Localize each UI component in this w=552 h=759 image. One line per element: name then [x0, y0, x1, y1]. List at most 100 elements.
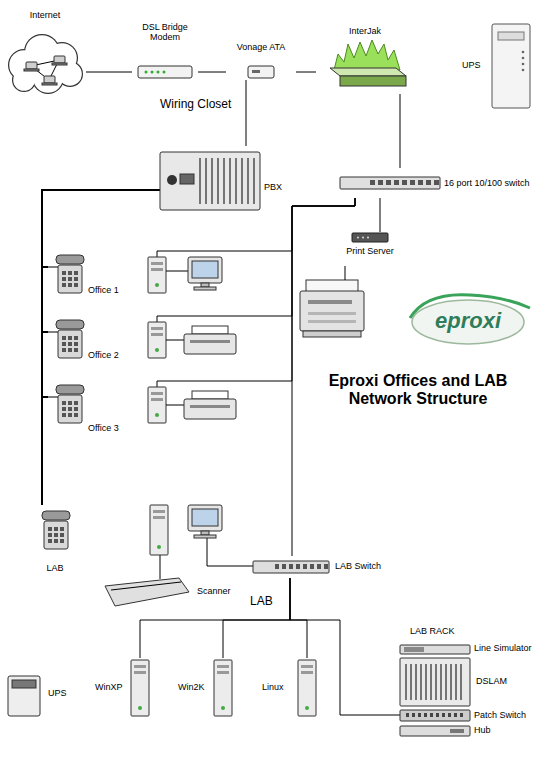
lab-switch-icon-part-part — [296, 564, 300, 569]
linux-pc-icon-part — [298, 660, 316, 716]
device-label: LAB Switch — [335, 561, 381, 571]
phone-symbol — [42, 511, 70, 549]
print-server: Print Server — [330, 232, 410, 266]
print-server-icon-part-part — [357, 237, 359, 239]
computer-tower-part — [217, 665, 229, 668]
pbx-icon-part-part — [160, 152, 260, 210]
printer-symbol-part — [184, 334, 236, 354]
ups-unit-icon — [8, 672, 83, 720]
ups-unit-icon-part-part — [492, 24, 530, 108]
hub-icon-part-part — [400, 726, 470, 736]
device-label: Scanner — [197, 586, 231, 596]
device-label: UPS — [48, 688, 67, 698]
vonage-ata-icon-part — [248, 66, 274, 78]
dsl-modem-icon-part — [138, 66, 192, 78]
internet-cloud-icon — [4, 10, 86, 98]
phone-symbol-part — [62, 277, 66, 281]
phone-symbol-part — [68, 271, 72, 275]
device-label: InterJak — [316, 26, 414, 36]
phone-symbol — [56, 320, 84, 358]
computer-tower-part — [298, 660, 316, 716]
printer-symbol-part — [184, 399, 236, 419]
ups-unit: UPS — [8, 672, 83, 720]
dslam: DSLAM — [400, 658, 545, 706]
lab-phone: LAB — [30, 505, 80, 581]
device-label: DSLAM — [476, 676, 507, 686]
computer-tower — [298, 660, 316, 716]
vonage-ata-icon-part-part — [248, 66, 274, 78]
monitor-symbol-part — [188, 505, 222, 531]
office-room-icon-part-part — [48, 332, 58, 333]
wiring-closet: Wiring ClosetDSL Bridge ModemVonage ATAI… — [88, 4, 544, 220]
wiring-closet-ground-part — [89, 5, 544, 220]
dslam-icon-part-part — [431, 664, 432, 700]
device-label: Hub — [474, 725, 491, 735]
office-room-icon-part-part — [157, 251, 275, 257]
print-server-icon-part-part — [367, 237, 369, 239]
dsl-modem-icon-part-part — [138, 66, 192, 78]
phone-symbol-part — [56, 320, 84, 329]
ups-unit-icon-part-part — [498, 32, 524, 40]
ups-unit-icon-part — [492, 24, 530, 108]
phone-symbol — [56, 255, 84, 293]
interjak-firewall-icon-part-part — [334, 40, 400, 70]
computer-tower-part — [151, 392, 163, 395]
printer-symbol — [184, 391, 236, 419]
lab-switch-icon-part-part — [303, 564, 307, 569]
dslam-icon-part — [400, 658, 470, 706]
internet-cloud: Internet — [4, 10, 86, 98]
ups-unit: UPS — [458, 20, 536, 112]
lab-switch-icon-part — [253, 561, 329, 573]
phone-symbol — [56, 385, 84, 423]
network-switch-icon-part-part — [370, 180, 375, 185]
lab-switch-icon-part-part — [324, 564, 328, 569]
network-switch-icon-part-part — [410, 180, 415, 185]
linux-pc: Linux — [262, 658, 324, 720]
ups-unit-icon-part-part — [522, 51, 525, 54]
office-room: Office 1 — [48, 245, 275, 299]
dslam-icon-part-part — [426, 664, 427, 700]
pbx-icon-part-part — [242, 158, 243, 204]
dsl-modem-icon-part-part — [145, 71, 148, 74]
computer-tower — [148, 387, 166, 423]
device-label: Linux — [262, 682, 284, 692]
computer-tower-part — [138, 706, 142, 710]
pbx-icon-part-part — [230, 158, 231, 204]
network-cable — [275, 198, 355, 316]
device-label: UPS — [462, 60, 481, 70]
scanner: Scanner — [105, 572, 240, 612]
cloud-shape-part — [54, 56, 65, 63]
network-cable — [380, 198, 381, 232]
print-server-icon-part-part — [362, 237, 364, 239]
computer-tower-part — [155, 283, 159, 287]
lab-switch: LAB Switch — [253, 556, 413, 578]
device-label: DSL Bridge Modem — [132, 22, 198, 43]
ups-unit-icon-part — [8, 676, 40, 716]
printer-symbol-part — [190, 405, 230, 408]
phone-symbol-part — [68, 348, 72, 352]
network-cable — [198, 72, 226, 73]
office-room-icon-part-part — [166, 340, 184, 341]
printer-slot — [308, 300, 352, 304]
computer-tower-part — [151, 333, 163, 336]
phone-symbol-part — [68, 336, 72, 340]
phone-symbol-part — [62, 283, 66, 287]
office-room-icon-part — [48, 381, 275, 423]
ups-unit-icon-part-part — [522, 63, 525, 66]
phone-symbol-part — [62, 407, 66, 411]
phone-symbol-part — [68, 277, 72, 281]
computer-tower-part — [155, 348, 159, 352]
network-cable — [246, 80, 247, 146]
phone-symbol-part — [74, 277, 78, 281]
network-switch-icon-part-part — [340, 177, 440, 189]
winxp-pc-icon-part — [131, 660, 149, 716]
office-room-icon-part-part — [166, 405, 184, 406]
print-server-icon-part — [352, 233, 388, 242]
office-room-icon-part-part — [157, 381, 275, 387]
network-switch: 16 port 10/100 switch — [340, 168, 540, 198]
office-room-icon-part-part — [48, 397, 58, 398]
cloud-shape-part — [42, 83, 57, 85]
printer-slot — [308, 320, 356, 323]
scanner-icon-part-part — [105, 578, 189, 606]
